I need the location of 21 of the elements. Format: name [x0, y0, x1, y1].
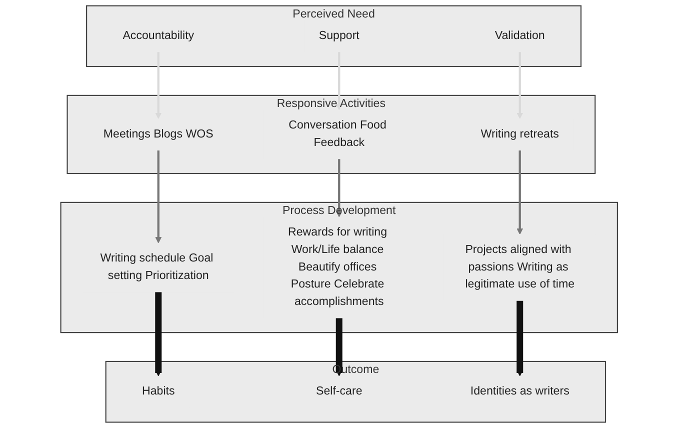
node-text: Accountability: [122, 30, 194, 42]
node-text: Projects aligned with passions Writing as legitimate use of time: [465, 244, 574, 291]
arrow: [516, 300, 523, 376]
arrow: [155, 292, 162, 376]
arrow: [336, 317, 342, 376]
node-text: Self-care: [316, 385, 362, 398]
arrow: [336, 159, 342, 218]
node-text: Conversation Food Feedback: [288, 119, 386, 149]
arrow: [516, 52, 523, 119]
node-text: Validation: [494, 30, 545, 42]
arrow: [155, 150, 162, 244]
node-text: Habits: [142, 385, 175, 398]
node-text: Rewards for writing Work/Life balance Beautify offices Posture Celebrate accomplishments: [288, 226, 387, 308]
node-text: Support: [318, 30, 360, 42]
arrow: [516, 150, 523, 235]
node-text: Meetings Blogs WOS: [103, 128, 214, 140]
node-text: Identities as writers: [470, 385, 570, 398]
arrow: [155, 52, 162, 119]
node-text: Writing schedule Goal setting Prioritization: [100, 252, 214, 282]
node-text: Writing retreats: [480, 128, 559, 140]
arrow: [336, 52, 342, 110]
